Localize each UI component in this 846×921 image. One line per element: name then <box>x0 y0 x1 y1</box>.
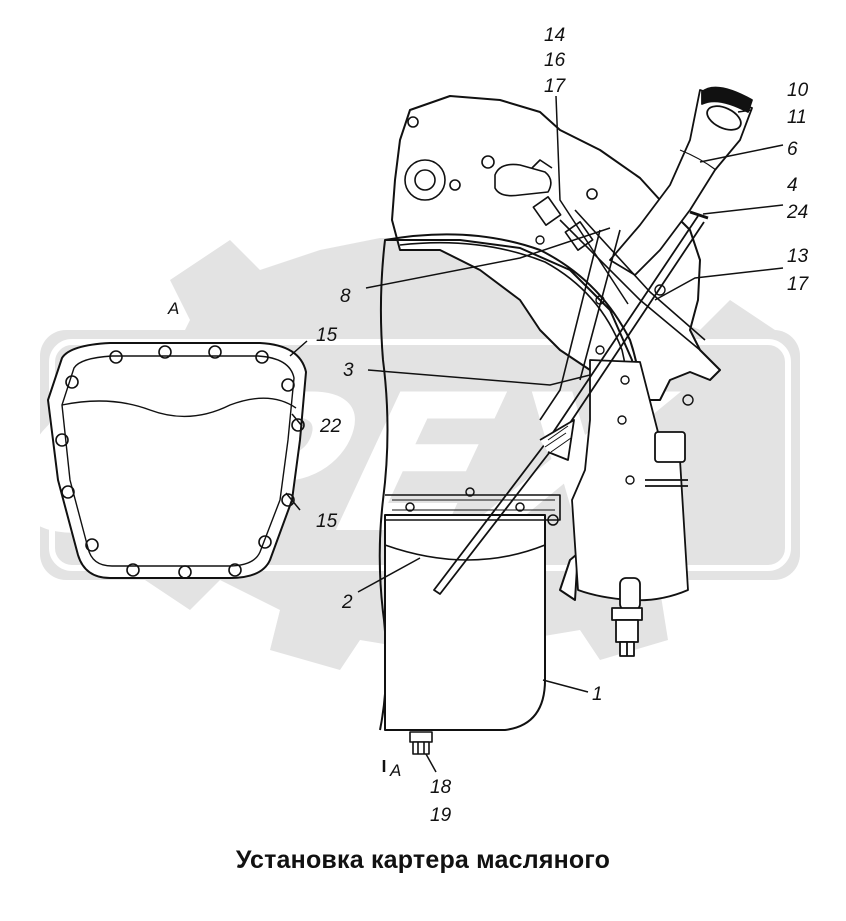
dipstick-tube <box>433 210 709 595</box>
callout-15-bottom: 15 <box>316 511 338 532</box>
callouts: 14 16 17 10 11 6 4 24 13 17 8 3 15 22 15… <box>167 25 810 826</box>
callout-18: 18 <box>430 777 452 798</box>
callout-6: 6 <box>787 139 798 160</box>
callout-4: 4 <box>787 175 798 196</box>
sump-flange-bolts <box>405 487 559 526</box>
oil-filler-pipe <box>609 86 753 276</box>
view-a-title: A <box>167 299 179 318</box>
sump-wave-line <box>61 397 297 418</box>
callout-17-top: 17 <box>544 76 567 97</box>
callout-16: 16 <box>544 50 566 71</box>
callout-10: 10 <box>787 80 809 101</box>
callout-14: 14 <box>544 25 565 46</box>
oil-filter <box>571 359 689 657</box>
figure-caption: Установка картера масляного <box>235 846 611 874</box>
upper-details <box>404 116 598 251</box>
callout-19: 19 <box>430 805 452 826</box>
engine-assembly <box>378 86 753 755</box>
callout-3: 3 <box>343 360 354 381</box>
callout-2: 2 <box>341 592 353 613</box>
callout-13: 13 <box>787 246 809 267</box>
view-a-bolts <box>55 345 305 579</box>
callout-1: 1 <box>592 684 603 705</box>
callout-24: 24 <box>786 202 808 223</box>
callout-22: 22 <box>319 416 342 437</box>
engine-block-outline <box>391 95 721 401</box>
view-a-inset <box>47 342 307 579</box>
view-a-marker: A <box>389 761 401 780</box>
drain-plug <box>409 731 433 755</box>
callout-15-top: 15 <box>316 325 338 346</box>
callout-17-right: 17 <box>787 274 810 295</box>
callout-11: 11 <box>787 107 807 128</box>
leader-lines <box>285 95 784 773</box>
callout-8: 8 <box>340 286 351 307</box>
oil-sump <box>384 514 546 731</box>
housing-bolt-holes <box>535 235 694 485</box>
